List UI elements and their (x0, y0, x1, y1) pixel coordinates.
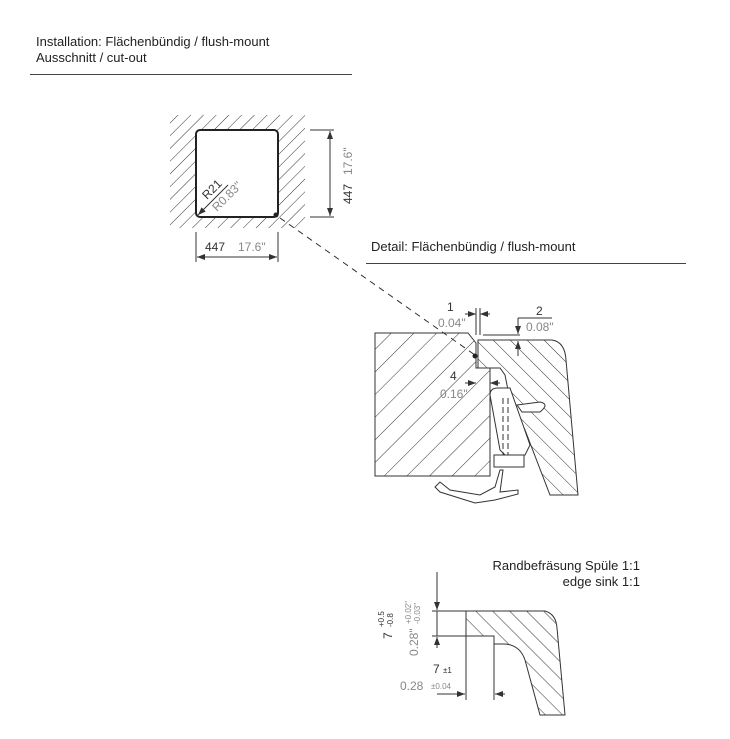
cutout-drawing: R21 R0.83" 447 17.6" 447 17.6" (170, 115, 476, 356)
edge-title: Randbefräsung Spüle 1:1 edge sink 1:1 (493, 558, 640, 590)
height-mm: 447 (341, 184, 355, 204)
detail-title: Detail: Flächenbündig / flush-mount (371, 239, 576, 254)
edge-title-line1: Randbefräsung Spüle 1:1 (492, 558, 640, 573)
detail-drawing: 1 0.04" 2 0.08" 4 0.16" (374, 300, 579, 504)
clamp-bracket (434, 469, 519, 504)
width-in-edge: 0.28 (400, 679, 424, 693)
dim2-mm: 2 (536, 304, 543, 318)
dim1-mm: 1 (447, 300, 454, 314)
detail-leader (279, 217, 476, 356)
width-mm: 447 (205, 240, 225, 254)
depth-in-tol-plus: +0.02" (404, 601, 413, 624)
radius-leader (197, 184, 229, 216)
dim2-in: 0.08" (526, 320, 554, 334)
width-mm-tol: ±1 (443, 666, 452, 675)
installation-title-line1: Installation: Flächenbündig / flush-moun… (36, 34, 270, 49)
sink-rim-section (477, 339, 579, 496)
detail-marker (273, 212, 279, 218)
depth-in: 0.28" (407, 628, 421, 656)
depth-mm-tol-minus: -0.8 (386, 613, 395, 627)
edge-profile (465, 610, 566, 716)
depth-in-tol-minus: -0.03" (413, 603, 422, 624)
width-in: 17.6" (238, 240, 266, 254)
depth-mm: 7 (381, 632, 395, 639)
depth-mm-tol-plus: +0.5 (377, 611, 386, 627)
divider (366, 263, 686, 264)
dim1-in: 0.04" (438, 316, 466, 330)
edge-title-line2: edge sink 1:1 (562, 574, 640, 589)
height-in: 17.6" (341, 147, 355, 175)
width-in-tol: ±0.04 (431, 682, 452, 691)
dim4-in: 0.16" (440, 387, 468, 401)
dim4-mm: 4 (450, 369, 457, 383)
installation-title: Installation: Flächenbündig / flush-moun… (36, 34, 269, 66)
edge-drawing: 7 +0.5 -0.8 0.28" +0.02" -0.03" 7 ±1 0.2… (377, 572, 566, 716)
installation-title-line2: Ausschnitt / cut-out (36, 50, 147, 65)
countertop-section (374, 332, 491, 477)
divider (30, 74, 352, 75)
width-mm-edge: 7 (433, 662, 440, 676)
cutout-opening (195, 129, 279, 218)
